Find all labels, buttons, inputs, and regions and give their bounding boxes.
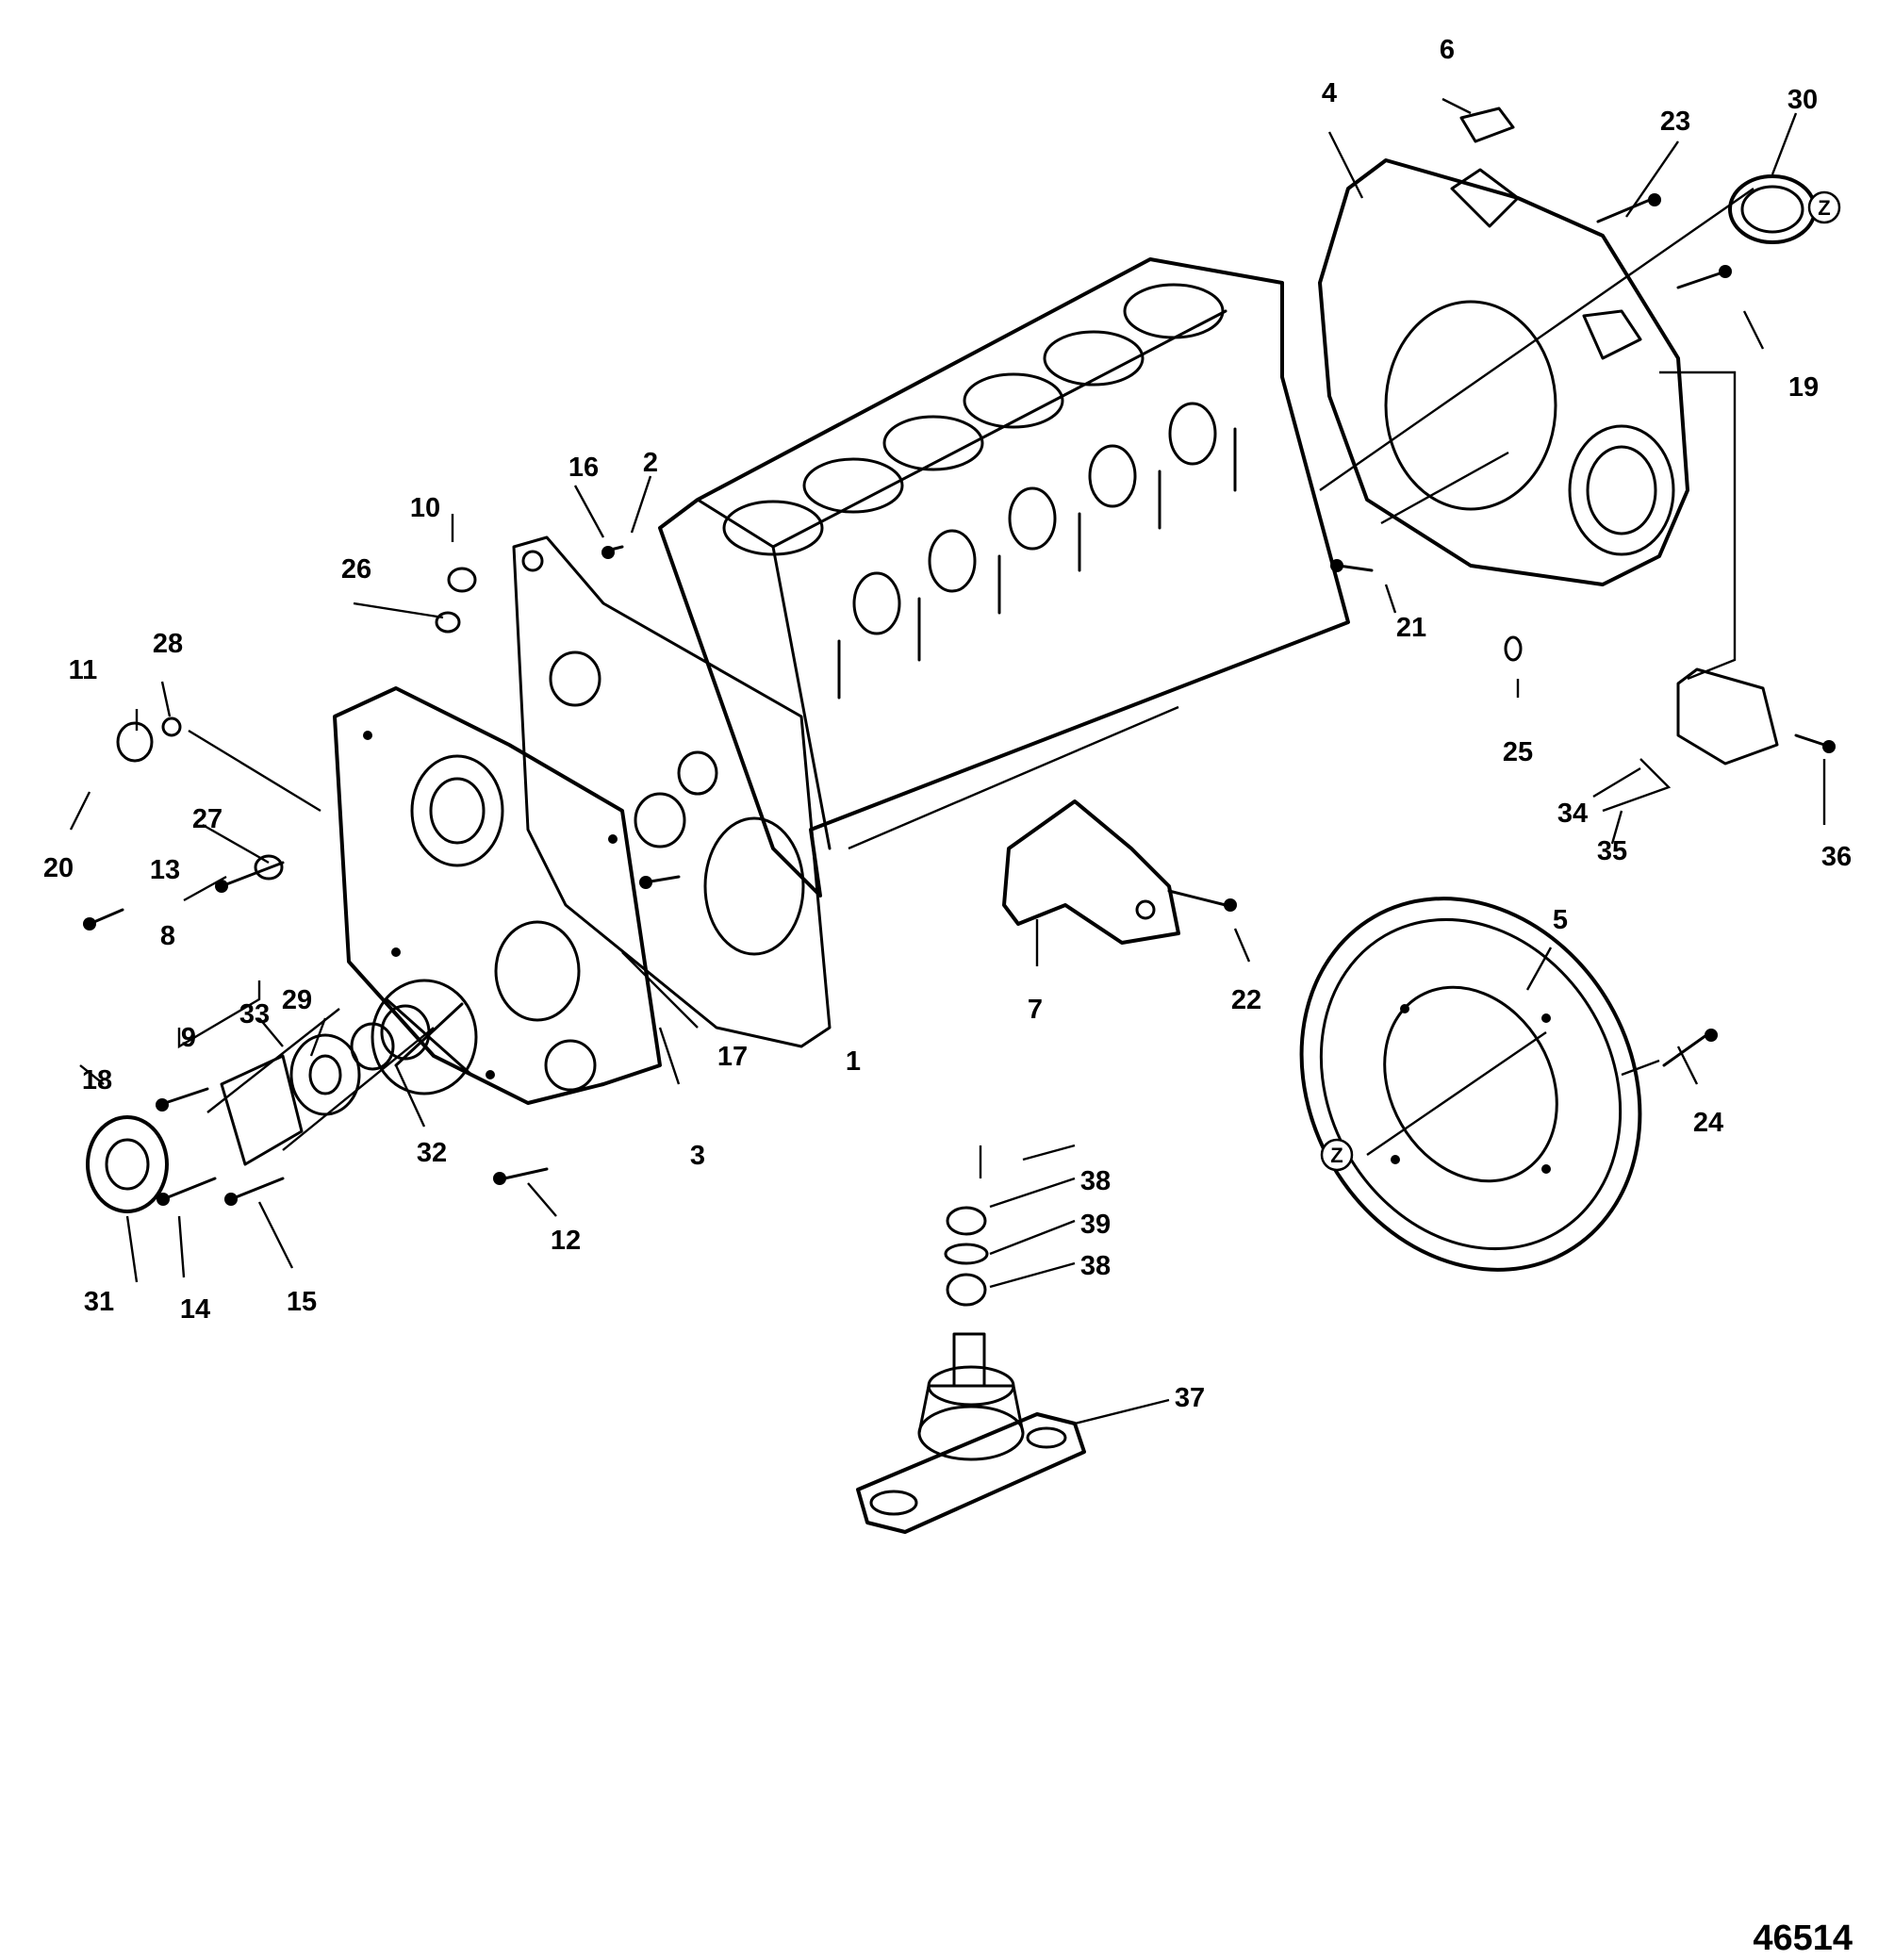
- callout-19: 19: [1788, 372, 1819, 403]
- z-marker-upper-label: Z: [1818, 196, 1830, 220]
- callout-39: 39: [1080, 1210, 1111, 1240]
- assembly-lines: [177, 188, 1754, 1156]
- callout-6: 6: [1440, 35, 1455, 65]
- callout-37: 37: [1175, 1383, 1205, 1413]
- drawing-number: 46514: [1753, 1919, 1853, 1958]
- callout-24: 24: [1693, 1108, 1723, 1138]
- callout-2: 2: [643, 448, 658, 478]
- callout-22: 22: [1231, 985, 1261, 1015]
- callout-31: 31: [84, 1287, 114, 1317]
- callout-21: 21: [1396, 613, 1426, 643]
- flywheel-housing: [1318, 158, 1689, 586]
- rear-small-parts: [1459, 107, 1817, 766]
- engine-mount-bracket: [1002, 799, 1180, 945]
- callout-4: 4: [1322, 78, 1337, 108]
- callout-8: 8: [160, 921, 175, 951]
- callout-25: 25: [1503, 737, 1533, 767]
- engine-block: [658, 257, 1350, 898]
- callout-23: 23: [1660, 107, 1690, 137]
- callout-38-lower: 38: [1080, 1251, 1111, 1281]
- rubber-engine-mount: [856, 1206, 1086, 1534]
- callout-20: 20: [43, 853, 74, 883]
- callout-30: 30: [1787, 85, 1818, 115]
- callout-35: 35: [1597, 836, 1627, 866]
- z-marker-upper: Z: [1807, 190, 1841, 224]
- callout-18: 18: [82, 1065, 112, 1095]
- callout-numbers: 1 2 3 4 5 6 7 8 9 10 11 12 13 14 15 16 1…: [43, 35, 1852, 1413]
- callout-3: 3: [690, 1141, 705, 1171]
- callout-29: 29: [282, 985, 312, 1015]
- z-marker-lower-label: Z: [1330, 1144, 1343, 1167]
- callout-5: 5: [1553, 905, 1568, 935]
- callout-38-upper: 38: [1080, 1166, 1111, 1196]
- callout-34: 34: [1557, 799, 1588, 829]
- callout-32: 32: [417, 1138, 447, 1168]
- callout-27: 27: [192, 804, 222, 834]
- callout-1: 1: [846, 1046, 861, 1077]
- callout-7: 7: [1028, 995, 1043, 1025]
- callout-9: 9: [181, 1023, 196, 1053]
- callout-10: 10: [410, 493, 440, 523]
- callout-15: 15: [287, 1287, 317, 1317]
- callout-leaders: [69, 97, 1826, 1425]
- callout-11: 11: [69, 655, 98, 685]
- bolts: [83, 193, 1836, 1206]
- front-plate-gasket: [512, 535, 832, 1048]
- callout-26: 26: [341, 554, 371, 585]
- callout-16: 16: [568, 453, 599, 483]
- callout-12: 12: [551, 1226, 581, 1256]
- callout-28: 28: [153, 629, 183, 659]
- callout-33: 33: [239, 999, 270, 1029]
- callout-14: 14: [180, 1294, 210, 1325]
- callout-13: 13: [150, 855, 180, 885]
- z-marker-lower: Z: [1320, 1138, 1354, 1172]
- callout-36: 36: [1821, 842, 1852, 872]
- front-pulley-parts: [86, 567, 477, 1213]
- callout-17: 17: [717, 1042, 748, 1072]
